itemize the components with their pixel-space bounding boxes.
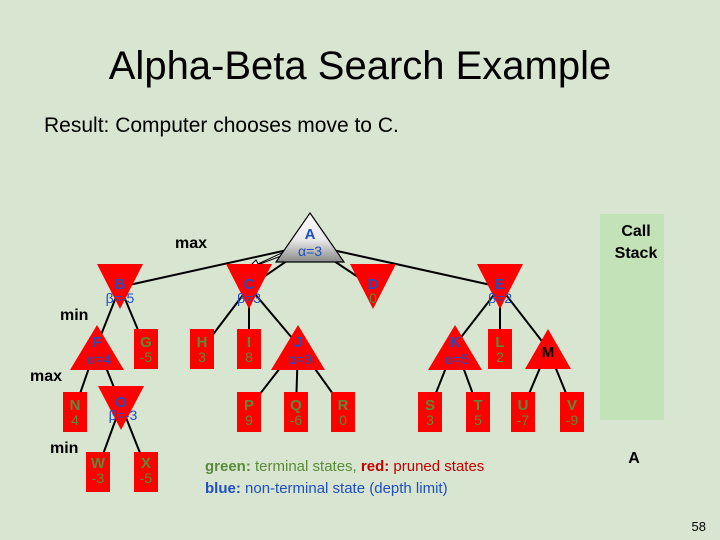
- node-x: [134, 452, 158, 492]
- legend-blue-text: non-terminal state (depth limit): [240, 480, 448, 497]
- node-n-label: N: [70, 397, 81, 414]
- edge-e-m: [499, 286, 549, 350]
- call-stack-label-line2: Stack: [614, 245, 658, 262]
- node-l-label: L: [495, 334, 504, 351]
- node-f-label: F: [92, 334, 101, 351]
- node-j: [271, 325, 325, 370]
- node-v-label: V: [567, 397, 577, 414]
- node-l: [488, 329, 512, 369]
- result-text: Result: Computer chooses move to C.: [44, 114, 399, 137]
- node-x-label: X: [141, 455, 151, 472]
- node-s-value: 3: [426, 412, 434, 428]
- legend: green: terminal states, red: pruned stat…: [205, 456, 484, 500]
- node-s: [418, 392, 442, 432]
- node-o-label: O: [115, 394, 127, 411]
- node-g-value: -5: [140, 349, 153, 365]
- node-g: [134, 329, 158, 369]
- node-i-label: I: [247, 334, 251, 351]
- node-w-label: W: [91, 455, 106, 472]
- node-r-label: R: [338, 397, 349, 414]
- node-i: [237, 329, 261, 369]
- legend-blue-key: blue:: [205, 480, 241, 497]
- legend-green-key: green:: [205, 458, 251, 475]
- node-c-annotation: β=3: [237, 290, 261, 306]
- node-a: [274, 211, 346, 263]
- node-l-value: 2: [496, 349, 504, 365]
- node-a-label: A: [305, 226, 316, 243]
- edge-c-j: [248, 286, 299, 346]
- node-q: [284, 392, 308, 432]
- legend-line-2: blue: non-terminal state (depth limit): [205, 478, 484, 500]
- node-v-value: -9: [566, 412, 579, 428]
- node-b-label: B: [115, 276, 126, 293]
- node-q-value: -6: [290, 412, 303, 428]
- node-q-label: Q: [290, 397, 302, 414]
- node-u-value: -7: [517, 412, 530, 428]
- node-o: [98, 386, 144, 430]
- node-j-annotation: α=9: [288, 351, 312, 367]
- node-c-label: C: [244, 276, 255, 293]
- node-f: [70, 325, 124, 370]
- call-stack-label: Call Stack: [600, 221, 672, 265]
- node-k-annotation: α=5: [445, 351, 469, 367]
- node-k: [428, 325, 482, 370]
- node-a-annotation: α=3: [298, 243, 322, 259]
- node-h-value: 3: [198, 349, 206, 365]
- node-v: [560, 392, 584, 432]
- node-k-label: K: [450, 334, 461, 351]
- call-stack-label-line1: Call: [621, 223, 651, 240]
- level-label-min-1: min: [60, 307, 89, 324]
- node-t: [466, 392, 490, 432]
- node-u: [511, 392, 535, 432]
- node-e-annotation: β=2: [488, 290, 512, 306]
- node-r: [331, 392, 355, 432]
- node-x-value: -5: [140, 470, 153, 486]
- node-e-label: E: [495, 276, 505, 293]
- node-o-annotation: β=-3: [109, 407, 138, 423]
- node-p: [237, 392, 261, 432]
- node-n: [63, 392, 87, 432]
- tree-nodes: A α=3 B β=-5 C β=3 D 0 E β=2 F α=4 G -5 …: [63, 211, 584, 492]
- legend-line-1: green: terminal states, red: pruned stat…: [205, 456, 484, 478]
- legend-red-text: pruned states: [389, 458, 485, 475]
- legend-green-text: terminal states,: [250, 458, 361, 475]
- node-p-value: 9: [245, 412, 253, 428]
- node-c: [226, 264, 272, 309]
- node-e: [477, 264, 523, 309]
- node-s-label: S: [425, 397, 435, 414]
- call-stack-panel: [600, 214, 664, 420]
- page-number: 58: [691, 519, 706, 534]
- node-t-label: T: [473, 397, 482, 414]
- node-w-value: -3: [92, 470, 105, 486]
- node-d: [350, 264, 396, 309]
- level-label-max-2: max: [30, 368, 63, 385]
- node-h-label: H: [197, 334, 208, 351]
- node-i-value: 8: [245, 349, 253, 365]
- node-b: [97, 264, 143, 309]
- node-w: [86, 452, 110, 492]
- node-t-value: 5: [474, 412, 482, 428]
- node-h: [190, 329, 214, 369]
- node-m: [525, 329, 571, 369]
- node-p-label: P: [244, 397, 254, 414]
- edge-a-b: [119, 244, 311, 288]
- slide-title: Alpha-Beta Search Example: [108, 44, 612, 88]
- node-n-value: 4: [71, 412, 79, 428]
- edge-e-k: [454, 286, 501, 346]
- level-label-min-2: min: [50, 440, 79, 457]
- node-f-annotation: α=4: [87, 351, 111, 367]
- node-b-annotation: β=-5: [106, 290, 135, 306]
- node-d-label: D: [368, 276, 379, 293]
- node-r-value: 0: [339, 412, 347, 428]
- level-label-max-1: max: [175, 235, 208, 252]
- legend-red-key: red:: [360, 458, 390, 475]
- node-u-label: U: [518, 397, 529, 414]
- node-d-value: 0: [369, 290, 377, 306]
- node-g-label: G: [140, 334, 152, 351]
- node-j-label: J: [294, 334, 302, 351]
- call-stack-item: A: [628, 450, 640, 467]
- edge-a-e: [309, 244, 501, 288]
- node-m-label: M: [542, 344, 555, 361]
